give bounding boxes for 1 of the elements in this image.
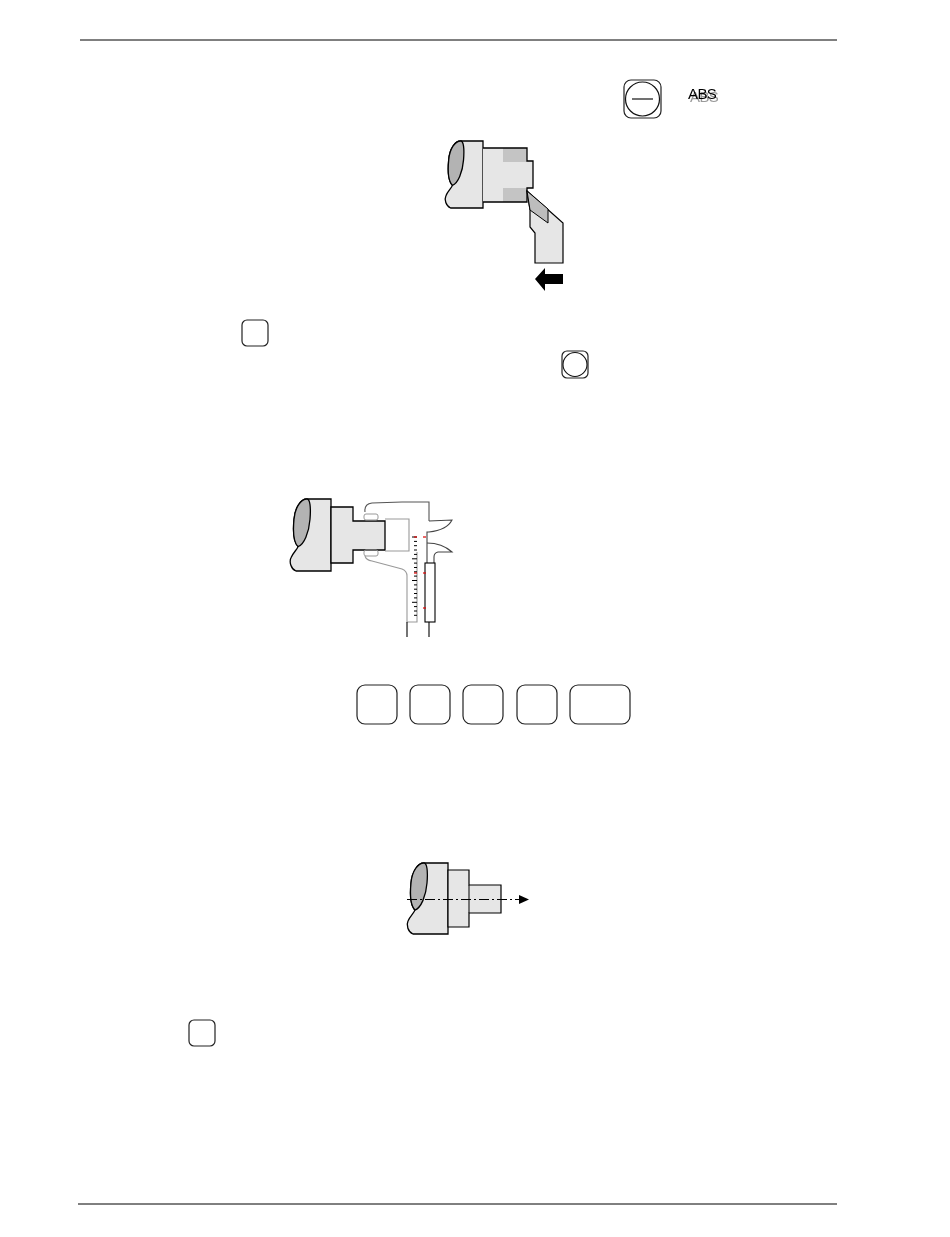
- key-label: ABS: [688, 86, 717, 101]
